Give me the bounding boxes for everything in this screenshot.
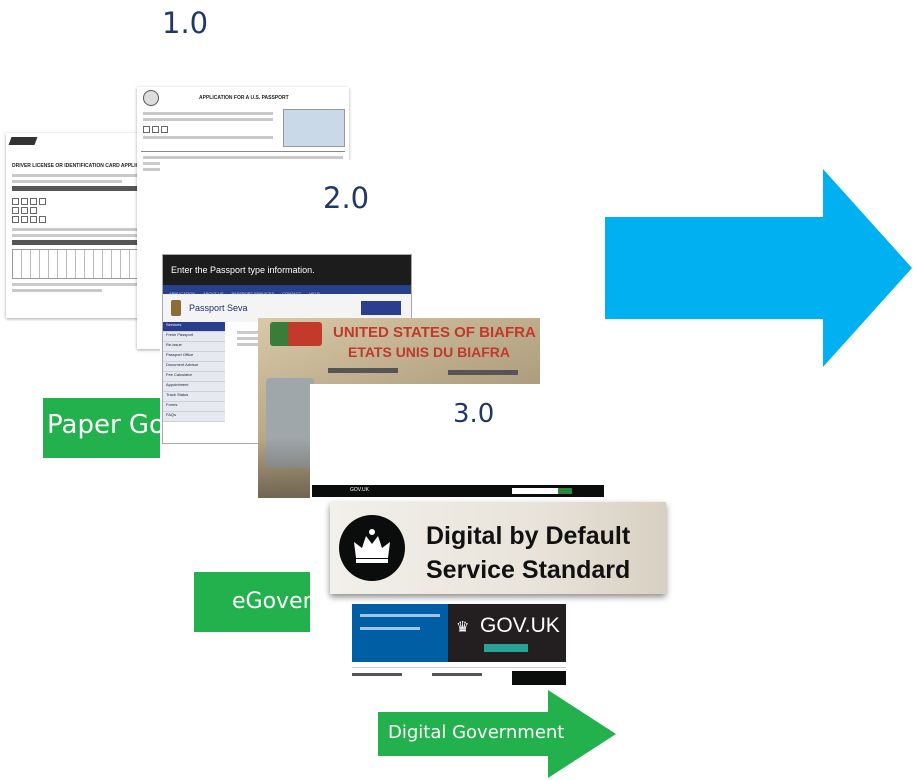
crown-icon bbox=[339, 515, 405, 581]
crown-small-icon: ♛ bbox=[456, 618, 470, 636]
digital-government-label: Digital Government bbox=[388, 722, 565, 743]
seal-icon bbox=[143, 90, 159, 106]
version-label-3: 3.0 bbox=[453, 399, 495, 429]
biafra-card-line-2: ETATS UNIS DU BIAFRA bbox=[348, 344, 511, 360]
biafra-card-line-1: UNITED STATES OF BIAFRA bbox=[333, 324, 536, 341]
egovernment-label: eGovernment bbox=[194, 572, 324, 632]
dmv-form-title: DRIVER LICENSE OR IDENTIFICATION CARD AP… bbox=[12, 163, 155, 169]
digital-by-default-banner: Digital by Default Service Standard bbox=[330, 502, 666, 594]
big-right-arrow-icon bbox=[605, 169, 912, 367]
dmv-logo-icon bbox=[8, 137, 38, 145]
gov-site-name: GOV.UK bbox=[350, 487, 369, 493]
banner-line-2: Service Standard bbox=[426, 556, 631, 584]
govuk-logo: GOV.UK bbox=[480, 614, 560, 637]
digital-government-arrow-icon bbox=[378, 690, 616, 778]
paper-government-label: Paper Government bbox=[43, 398, 173, 458]
passport-seva-header: Enter the Passport type information. bbox=[163, 255, 411, 285]
version-label-2: 2.0 bbox=[323, 181, 370, 215]
version-label-1: 1.0 bbox=[162, 6, 209, 40]
passport-seva-brand: Passport Seva bbox=[189, 303, 248, 313]
passport-form-title: APPLICATION FOR A U.S. PASSPORT bbox=[199, 95, 289, 101]
emblem-icon bbox=[171, 300, 181, 316]
banner-line-1: Digital by Default bbox=[426, 522, 631, 550]
